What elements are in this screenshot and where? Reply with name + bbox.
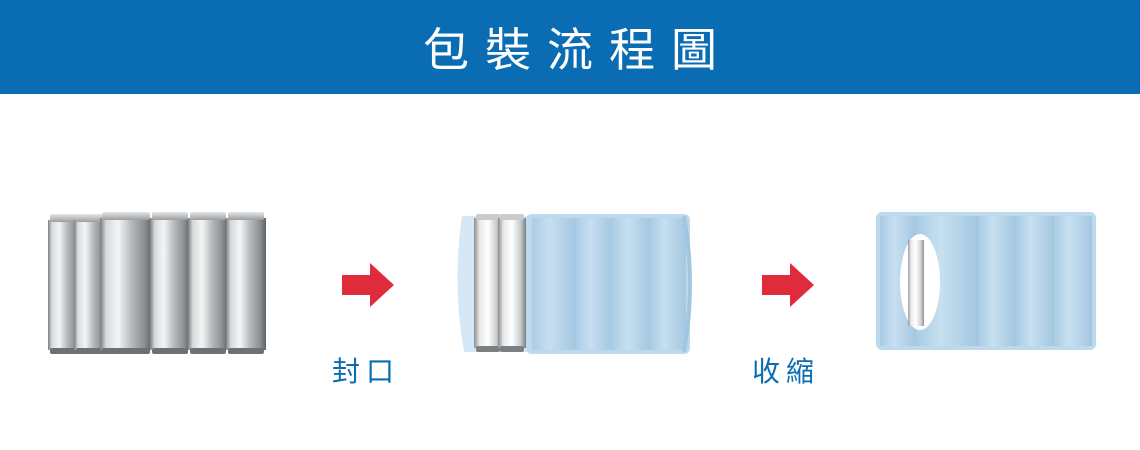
- cans-shrink-wrapped-illustration: [876, 212, 1096, 350]
- cans-bare-illustration: [48, 212, 266, 354]
- arrow-right-icon: [342, 263, 394, 307]
- step-label-seal: 封口: [332, 355, 401, 388]
- step-label-shrink: 收縮: [752, 355, 821, 388]
- arrow-right-icon: [762, 263, 814, 307]
- page-title: 包裝流程圖: [423, 23, 733, 77]
- cans-sealed-illustration: [457, 214, 692, 354]
- header-bar: 包裝流程圖: [0, 0, 1140, 94]
